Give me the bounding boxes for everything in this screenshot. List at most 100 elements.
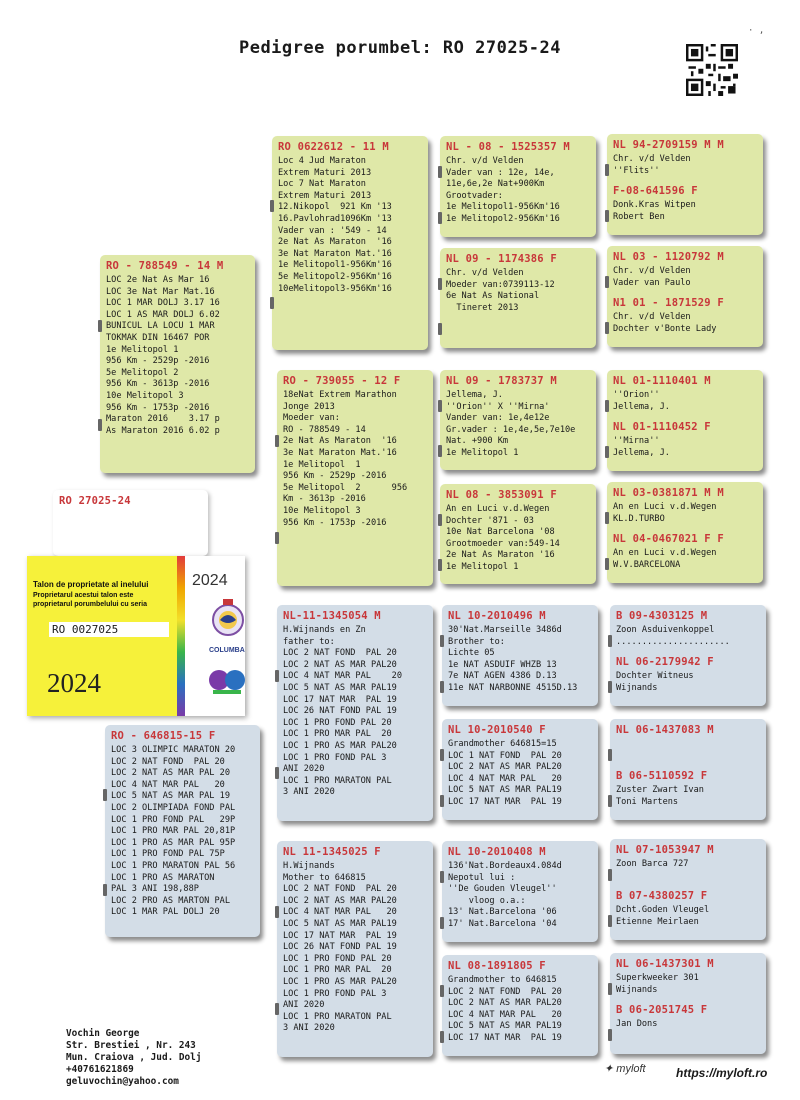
card-line: 5e Melitopol 2 956 [283,482,408,493]
card-line: RO - 788549 - 14 [283,424,366,435]
card-line: Moeder van: [283,413,340,424]
card-line: LOC 1 PRO MAR PAL 20 [283,729,392,740]
card-line: Nat. +900 Km [446,436,509,447]
binder-tab [103,788,107,801]
card-line: 1e Melitopol 1 [283,459,361,470]
card-line: Km - 3613p -2016 [283,494,366,505]
pedigree-card: NL 01-1110401 M''Orion''Jellema, J.NL 01… [607,370,763,471]
card-line: LOC 4 NAT MAR PAL 20 [283,907,397,918]
binder-tab [605,557,609,570]
binder-tab [270,296,274,309]
ring-number-second: NL 01-1110452 F [613,421,711,433]
card-line: Jellema, J. [613,447,670,458]
binder-tab [438,166,442,179]
card-line: LOC 1 PRO AS MAR PAL20 [283,976,397,987]
binder-tab [440,916,444,929]
card-line: 1e Melitopol1-956Km'16 [446,202,560,213]
binder-tab [608,680,612,693]
binder-tab [608,635,612,648]
card-line: Grootvader: [446,190,503,201]
ring-number: NL 06-1437083 M [616,724,714,736]
ring-number: RO 0622612 - 11 M [278,141,389,153]
card-line: 17' Nat.Barcelona '04 [448,918,557,929]
card-line: LOC 1 PRO MARATON PAL [283,1011,392,1022]
card-line: 136'Nat.Bordeaux4.084d [448,861,562,871]
card-line: LOC 2 NAT FOND PAL 20 [283,648,397,659]
binder-tab [440,794,444,807]
card-line: 10e Melitopol 3 [106,390,184,401]
card-line: Vader van : '549 - 14 [278,225,387,236]
binder-tab [608,914,612,927]
card-line: Robert Ben [613,211,665,222]
card-line: Grandmother to 646815 [448,975,557,985]
card-line: Wijnands [616,682,658,693]
card-line: LOC 26 NAT FOND PAL 19 [283,942,397,953]
card-line: 11e NAT NARBONNE 4515D.13 [448,682,578,693]
binder-tab [270,200,274,213]
ring-number-second: F-08-641596 F [613,185,698,197]
card-line: 956 Km - 3613p -2016 [106,379,210,390]
ring-number: NL 10-2010408 M [448,846,546,858]
card-lines-second: Jan Dons [610,1018,766,1031]
card-line: LOC 2 NAT AS MAR PAL20 [448,998,562,1009]
binder-tab [605,276,609,289]
card-line: An en Luci v.d.Wegen [446,504,550,514]
website-link[interactable]: https://myloft.ro [676,1066,768,1080]
ring-number: NL 94-2709159 M M [613,139,724,151]
card-line: Superkweeker 301 [616,973,699,983]
binder-tab [438,278,442,290]
card-line: LOC 2 NAT AS MAR PAL20 [283,659,397,670]
card-line: LOC 1 PRO FOND PAL 3 [283,752,387,763]
card-line: LOC 1 NAT FOND PAL 20 [448,750,562,761]
talon-heading: Talon de proprietate al inelului Proprie… [33,580,173,610]
pigeon-icon: ✦ [604,1063,614,1075]
card-line: ''De Gouden Vleugel'' [448,884,557,895]
card-line: 956 Km - 1753p -2016 [283,517,387,528]
binder-tab [275,532,279,544]
card-line: Dochter Witneus [616,671,694,681]
pedigree-card: B 09-4303125 M Zoon Asduivenkoppel.......… [610,605,766,706]
talon-stripe [177,556,185,716]
ring-number: NL 09 - 1783737 M [446,375,557,387]
card-line: Zoon Barca 727 [616,859,689,869]
card-lines: Zoon Asduivenkoppel.....................… [610,624,766,652]
card-line: LOC 5 NAT AS MAR PAL19 [448,1021,562,1032]
card-line: An en Luci v.d.Wegen [613,548,717,558]
ring-number: B 09-4303125 M [616,610,708,622]
card-line: Chr. v/d Velden [613,312,691,322]
card-line: Toni Martens [616,796,679,807]
card-line: 2e Nat As Maraton '16 [283,436,397,447]
card-line: 1e NAT ASDUIF WHZB 13 [448,659,557,670]
card-line: W.V.BARCELONA [613,559,681,570]
binder-tab [605,321,609,334]
binder-tab [440,871,444,884]
card-line: 10e Melitopol 3 [283,505,361,516]
card-line: 1e Melitopol2-956Km'16 [446,213,560,224]
talon-ring-number: RO 0027025 [49,622,169,637]
ring-number-second: B 07-4380257 F [616,890,708,902]
ring-number-second: NL 04-0467021 F F [613,533,724,545]
ring-number: NL - 08 - 1525357 M [446,141,570,153]
card-line: 7e NAT AGEN 4386 D.13 [448,671,557,682]
card-line: Chr. v/d Velden [446,268,524,278]
card-line: LOC 2 NAT AS MAR PAL20 [283,895,397,906]
card-line: father to: [283,636,335,647]
ring-number: RO - 788549 - 14 M [106,260,224,272]
card-line: Extrem Maturi 2013 [278,190,372,201]
card-line: Jellema, J. [446,390,503,400]
card-line: Brother to: [448,636,505,647]
binder-tab [608,983,612,996]
card-line: 2e Nat As Maraton '16 [446,550,555,561]
